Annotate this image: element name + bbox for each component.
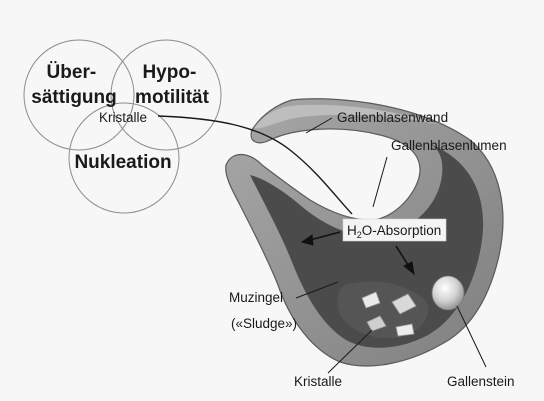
leader-lumen bbox=[373, 157, 387, 207]
label-gallbladder-lumen: Gallenblasenlumen bbox=[391, 138, 507, 153]
gallstone bbox=[432, 276, 464, 310]
venn-label-crystals: Kristalle bbox=[99, 110, 147, 125]
venn-label-supersaturation: Über- sättigung bbox=[31, 62, 117, 108]
label-gallstone: Gallenstein bbox=[447, 374, 515, 389]
venn-label-hypomotility: Hypo- motilität bbox=[135, 62, 210, 108]
venn-diagram: Über- sättigung Hypo- motilität Nukleati… bbox=[24, 40, 221, 213]
label-crystals: Kristalle bbox=[294, 374, 342, 389]
venn-label-nucleation: Nukleation bbox=[74, 152, 171, 173]
label-sludge: («Sludge») bbox=[231, 316, 297, 331]
absorption-label: H2O-Absorption bbox=[347, 223, 441, 240]
label-gallbladder-wall: Gallenblasenwand bbox=[337, 110, 448, 125]
label-mucin-gel: Muzingel bbox=[229, 290, 283, 305]
